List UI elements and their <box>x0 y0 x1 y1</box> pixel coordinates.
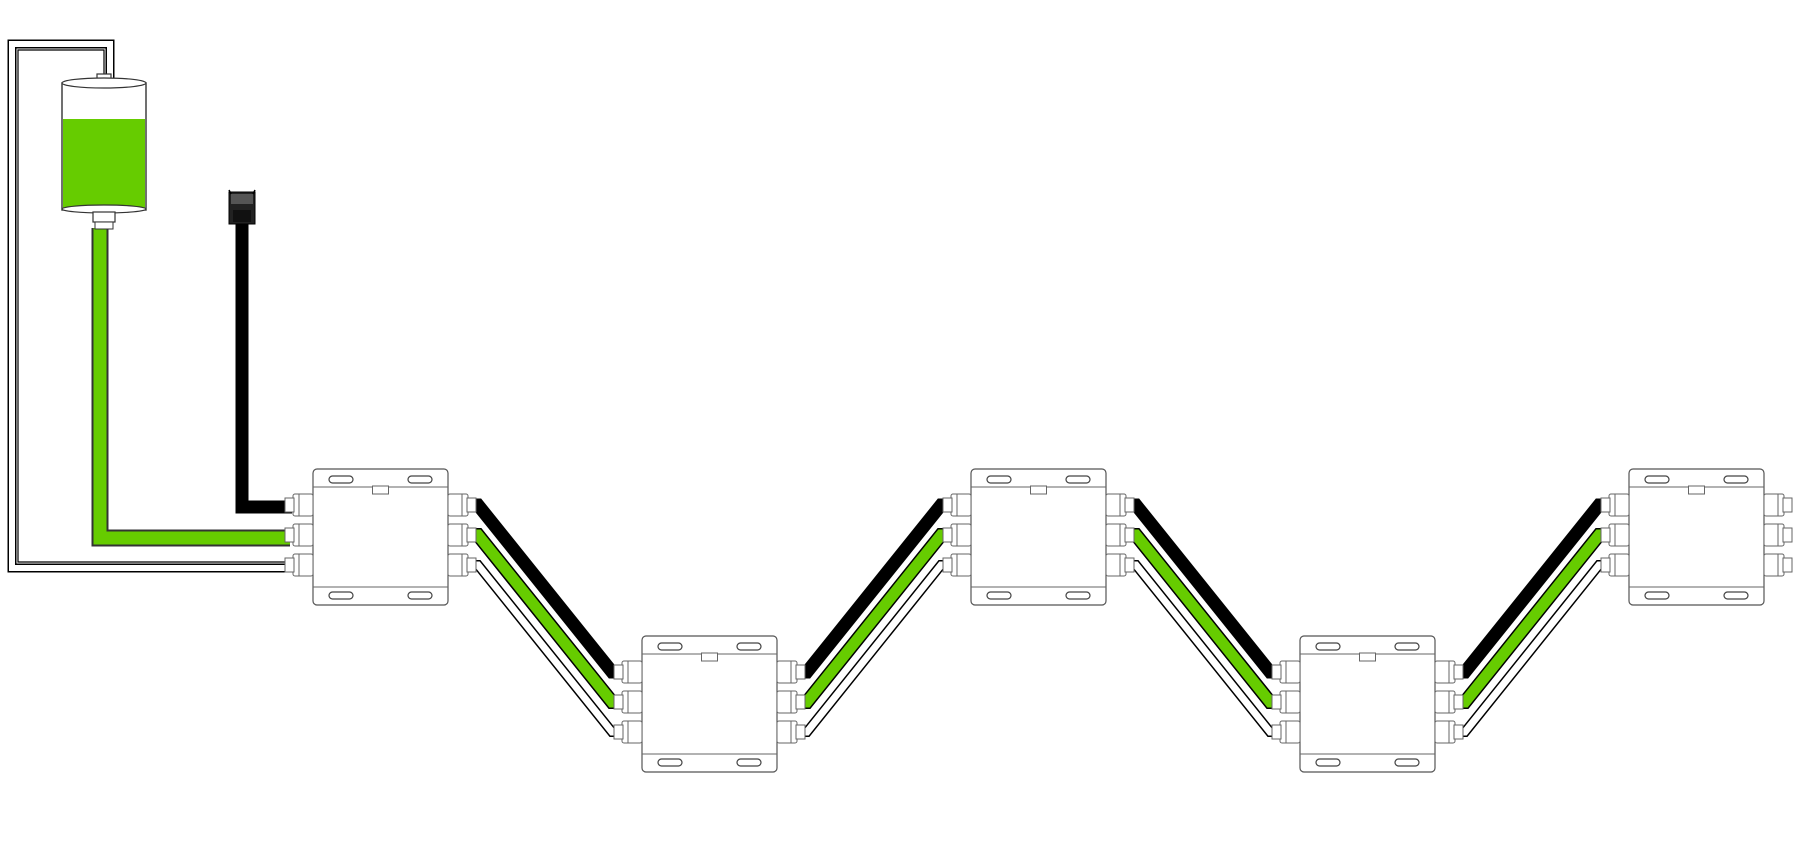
port-fitting <box>1608 523 1630 547</box>
port-fitting <box>1608 553 1630 577</box>
power-plug-icon <box>228 189 256 225</box>
port-fitting <box>292 523 314 547</box>
port-fitting <box>950 553 972 577</box>
port-fitting <box>950 493 972 517</box>
bundle-3 <box>1124 498 1282 737</box>
mounting-slot <box>328 475 354 484</box>
port-fitting <box>1105 523 1127 547</box>
port-fitting <box>447 553 469 577</box>
mounting-slot <box>407 475 433 484</box>
port-fitting <box>621 690 643 714</box>
module-3 <box>942 468 1135 606</box>
port-fitting <box>1763 553 1785 577</box>
mounting-slot <box>986 591 1012 600</box>
port-fitting <box>1279 690 1301 714</box>
return-line <box>7 39 290 573</box>
bundle-4 <box>1453 498 1611 737</box>
mounting-slot <box>1065 475 1091 484</box>
port-fitting <box>776 690 798 714</box>
mounting-slot <box>1315 758 1341 767</box>
port-fitting <box>1434 660 1456 684</box>
port-fitting <box>1763 523 1785 547</box>
module-4 <box>1271 635 1464 773</box>
mounting-slot <box>657 758 683 767</box>
port-fitting <box>1434 690 1456 714</box>
port-fitting <box>447 523 469 547</box>
mounting-slot <box>1644 475 1670 484</box>
mounting-slot <box>736 642 762 651</box>
mounting-slot <box>986 475 1012 484</box>
port-fitting <box>1279 720 1301 744</box>
port-fitting <box>621 660 643 684</box>
reservoir-tank <box>61 73 147 230</box>
reservoir-liquid <box>63 119 145 209</box>
module-2 <box>613 635 806 773</box>
port-fitting <box>776 660 798 684</box>
power-cable <box>235 222 292 514</box>
port-fitting <box>621 720 643 744</box>
port-fitting <box>1105 553 1127 577</box>
port-fitting <box>292 493 314 517</box>
green-feed-tube <box>91 228 290 547</box>
port-fitting <box>1105 493 1127 517</box>
port-fitting <box>1763 493 1785 517</box>
bundle-1 <box>466 498 624 737</box>
modules <box>284 468 1793 773</box>
port-fitting <box>447 493 469 517</box>
mounting-slot <box>1723 591 1749 600</box>
mounting-slot <box>1065 591 1091 600</box>
mounting-slot <box>1394 642 1420 651</box>
bundle-2 <box>795 498 953 737</box>
module-5 <box>1600 468 1793 606</box>
port-fitting <box>776 720 798 744</box>
mounting-slot <box>657 642 683 651</box>
mounting-slot <box>328 591 354 600</box>
port-fitting <box>1434 720 1456 744</box>
port-fitting <box>1608 493 1630 517</box>
port-fitting <box>950 523 972 547</box>
mounting-slot <box>1315 642 1341 651</box>
mounting-slot <box>1723 475 1749 484</box>
mounting-slot <box>407 591 433 600</box>
mounting-slot <box>1644 591 1670 600</box>
mounting-slot <box>736 758 762 767</box>
module-1 <box>284 468 477 606</box>
port-fitting <box>1279 660 1301 684</box>
mounting-slot <box>1394 758 1420 767</box>
port-fitting <box>292 553 314 577</box>
